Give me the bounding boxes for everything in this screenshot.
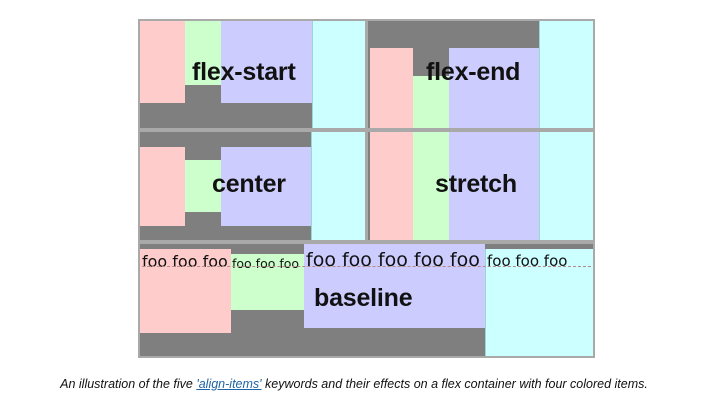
flex-end-item-1: [370, 48, 413, 128]
flex-start-label: flex-start: [192, 58, 296, 86]
flex-end-item-4: [539, 21, 593, 128]
flex-end-item-3: [449, 48, 539, 128]
baseline-item-3-text: foo foo foo foo foo: [306, 249, 480, 271]
baseline-item-1-text: foo foo foo: [142, 252, 228, 271]
center-label: center: [212, 170, 286, 198]
center-container: center: [138, 130, 367, 242]
caption-suffix: keywords and their effects on a flex con…: [261, 377, 648, 391]
caption-prefix: An illustration of the five: [60, 377, 197, 391]
baseline-label: baseline: [314, 284, 413, 312]
stretch-label: stretch: [435, 170, 517, 198]
flex-start-item-3: [221, 21, 312, 103]
flex-start-container: flex-start: [138, 19, 367, 130]
flex-end-container: flex-end: [366, 19, 595, 130]
stretch-item-4: [539, 132, 593, 240]
baseline-item-2: [231, 254, 304, 310]
baseline-guide-line: [142, 266, 591, 267]
baseline-item-4-text: foo foo foo: [487, 252, 568, 270]
flex-start-item-2: [185, 21, 221, 85]
flex-start-item-4: [312, 21, 365, 128]
stretch-item-3: [449, 132, 539, 240]
baseline-item-1: [140, 249, 231, 333]
center-item-3: [221, 147, 311, 226]
stretch-item-2: [413, 132, 449, 240]
flex-end-item-2: [413, 76, 449, 128]
center-item-2: [185, 160, 221, 212]
center-item-1: [140, 147, 185, 226]
stretch-item-1: [370, 132, 413, 240]
figure-caption: An illustration of the five 'align-items…: [0, 377, 708, 391]
flex-end-label: flex-end: [426, 58, 521, 86]
baseline-item-2-text: foo foo foo: [232, 256, 300, 271]
baseline-container: foo foo foo foo foo foo foo foo foo foo …: [138, 242, 595, 358]
stretch-container: stretch: [366, 130, 595, 242]
caption-code-link[interactable]: 'align-items': [196, 377, 262, 391]
flex-start-item-1: [140, 21, 185, 103]
baseline-item-3: [304, 244, 485, 328]
center-item-4: [311, 132, 365, 240]
